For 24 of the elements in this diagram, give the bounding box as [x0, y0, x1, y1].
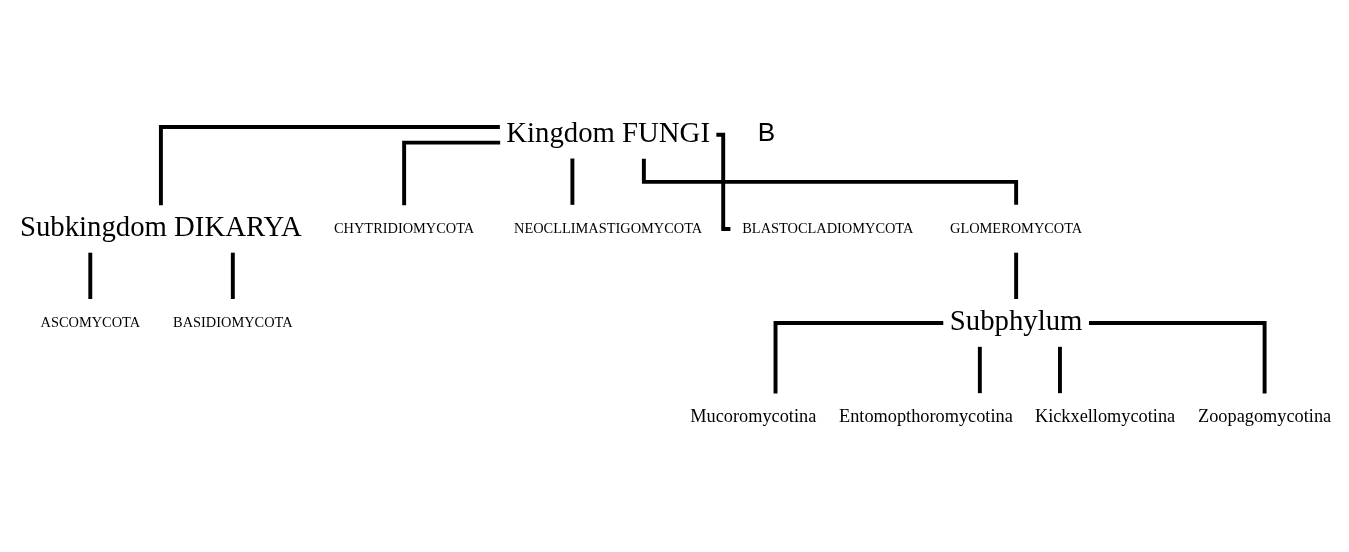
- node-text: Kickxellomycotina: [1034, 406, 1176, 427]
- node-text: Mucoromycotina: [690, 406, 817, 427]
- node-text: GLOMEROMYCOTA: [950, 219, 1083, 236]
- connector: [230, 252, 235, 299]
- node-text: Subkingdom DIKARYA: [19, 210, 302, 243]
- node-text: Entomopthoromycotina: [839, 406, 1013, 427]
- node-text: ASCOMYCOTA: [40, 313, 141, 330]
- label: B: [757, 117, 776, 148]
- connector: [88, 252, 93, 299]
- node-text: Kingdom FUNGI: [506, 116, 710, 149]
- connector: [773, 321, 944, 394]
- connector: [570, 158, 575, 205]
- connector: [1058, 346, 1062, 394]
- connector: [1014, 252, 1019, 299]
- node-text: BLASTOCLADIOMYCOTA: [742, 219, 914, 236]
- connector: [402, 140, 501, 206]
- node-text: NEOCLLIMASTIGOMYCOTA: [514, 219, 703, 236]
- node-text: Subphylum: [949, 304, 1083, 337]
- node-text: BASIDIOMYCOTA: [173, 313, 293, 330]
- connector: [158, 124, 500, 206]
- node-text: Zoopagomycotina: [1198, 406, 1332, 427]
- connector: [1089, 321, 1267, 394]
- node-text: CHYTRIDIOMYCOTA: [334, 219, 475, 236]
- connector: [977, 346, 982, 394]
